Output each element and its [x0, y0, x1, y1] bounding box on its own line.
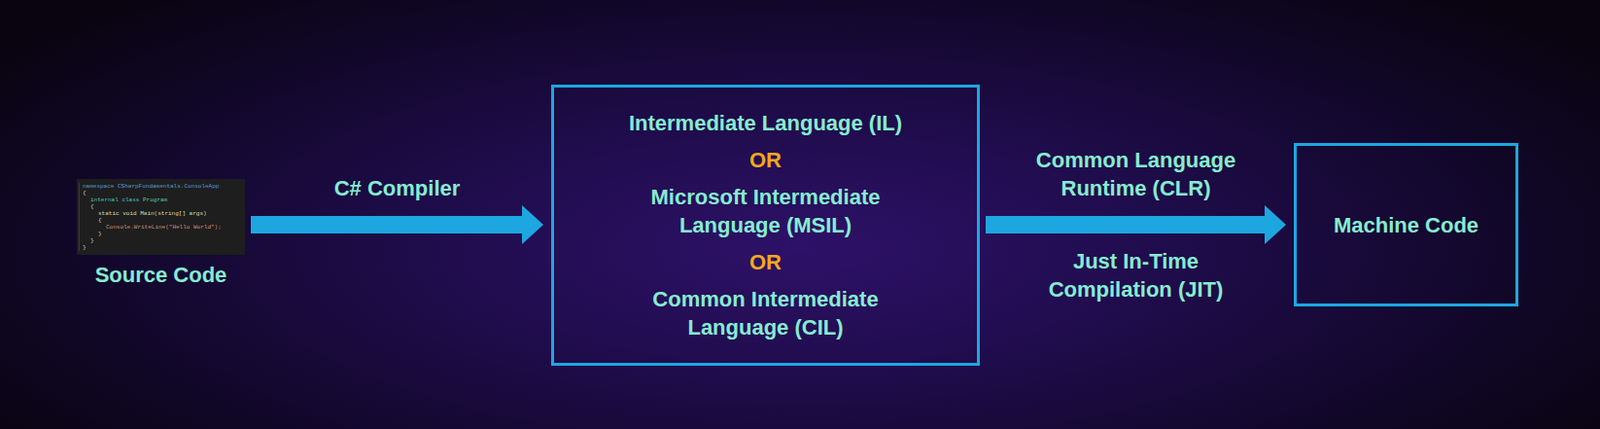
process-box: Machine Code: [1293, 142, 1519, 307]
edge-label: C# Compiler: [280, 173, 515, 203]
source-node: Source Code: [76, 178, 245, 289]
or-separator: OR: [749, 145, 782, 174]
language-name: Microsoft Intermediate Language (MSIL): [610, 182, 922, 240]
label-holder: Common Language Runtime (CLR): [1019, 145, 1253, 203]
arrow-head: [1264, 205, 1287, 244]
edge-note: Just In-Time Compilation (JIT): [1019, 246, 1253, 304]
code-line: internal class Program: [82, 196, 244, 204]
code-line: }: [82, 237, 244, 244]
label-holder: Just In-Time Compilation (JIT): [1019, 246, 1253, 304]
editor-background: [76, 178, 245, 255]
code-line: {: [82, 216, 244, 224]
arrow-head: [521, 205, 544, 244]
flow-arrow: [250, 205, 544, 244]
arrow-shaft: [985, 215, 1265, 234]
code-line: namespace CSharpFundamentals.ConsoleApp: [82, 182, 244, 190]
code-line: {: [82, 203, 244, 210]
label-holder: C# Compiler: [280, 173, 515, 203]
code-listing: namespace CSharpFundamentals.ConsoleApp{…: [82, 182, 244, 251]
process-box: Intermediate Language (IL) OR Microsoft In…: [551, 84, 980, 366]
source-label: Source Code: [95, 260, 228, 289]
arrow-shaft: [250, 215, 522, 234]
code-line: static void Main(string[] args): [82, 209, 244, 217]
or-separator: OR: [749, 247, 782, 277]
flow-arrow: [985, 205, 1287, 244]
language-name: Intermediate Language (IL): [628, 108, 903, 138]
code-line: }: [82, 243, 244, 251]
code-screenshot: [76, 178, 245, 255]
edge-label: Common Language Runtime (CLR): [1019, 145, 1253, 203]
language-name: Common Intermediate Language (CIL): [610, 284, 922, 342]
code-line: }: [82, 230, 244, 238]
code-line: Console.WriteLine("Hello World");: [82, 223, 244, 231]
code-line: {: [82, 189, 244, 197]
indent-guide: [78, 182, 80, 251]
output-label: Machine Code: [1333, 210, 1479, 240]
